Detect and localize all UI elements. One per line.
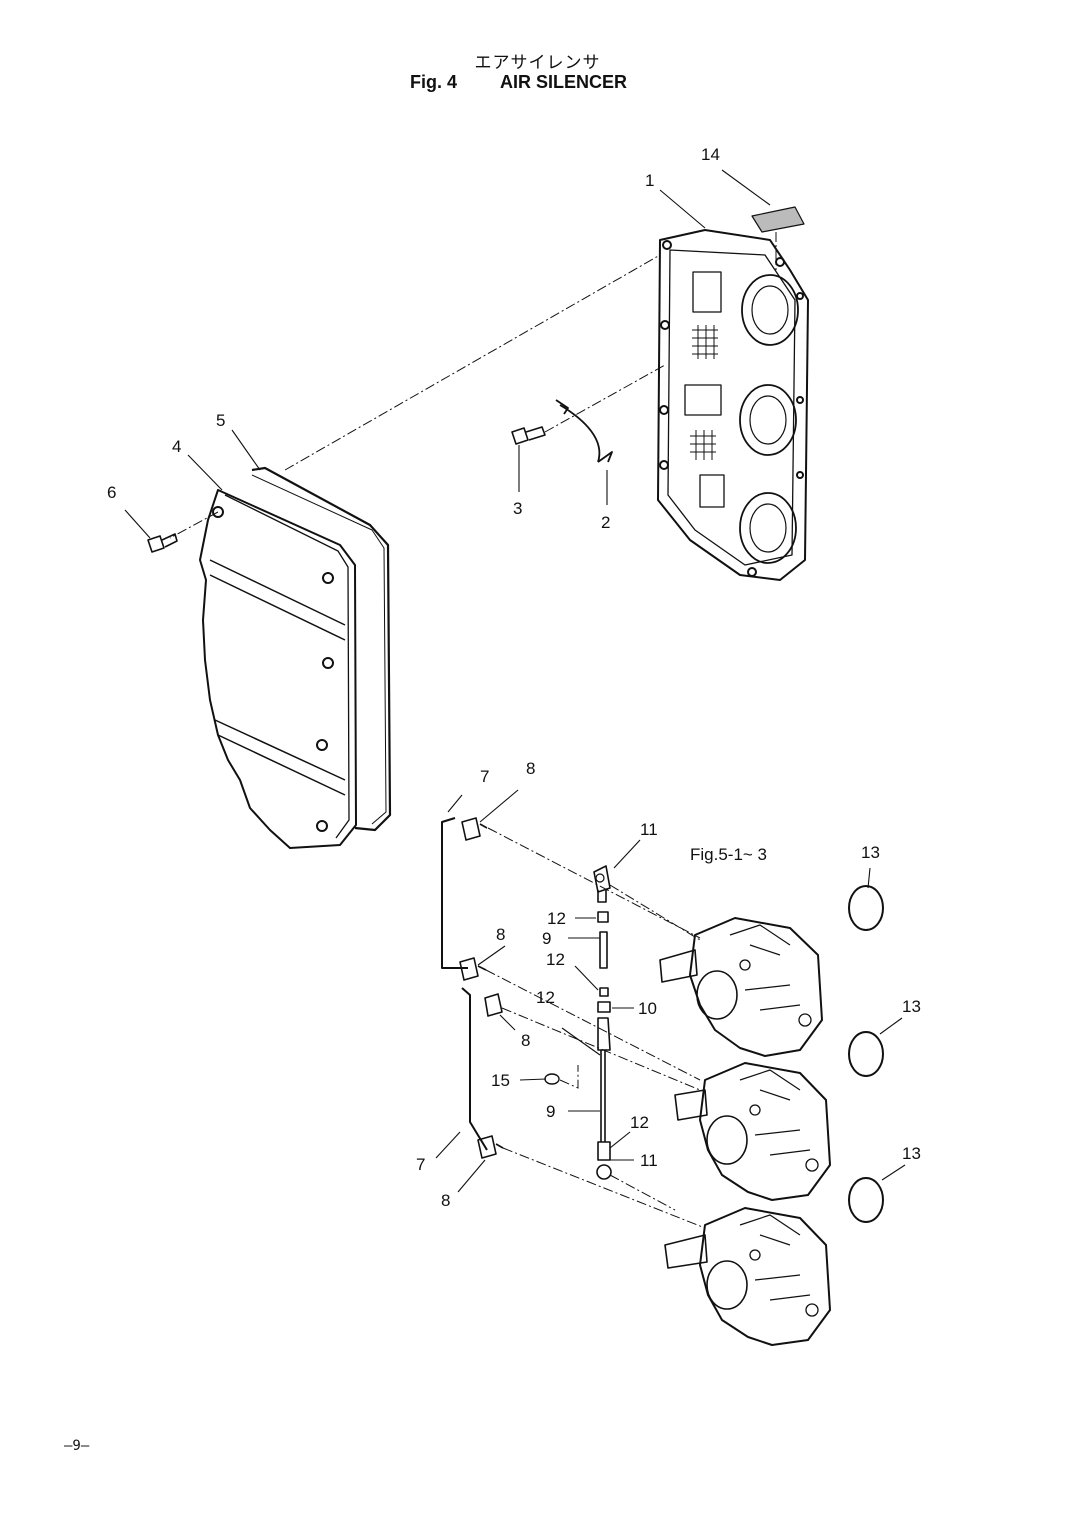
callout-9-a: 9 [542, 929, 551, 948]
callout-8-b: 8 [496, 925, 505, 944]
carburetor-1 [659, 917, 823, 1057]
carburetor-3 [664, 1207, 831, 1346]
silencer-case-part-1 [657, 229, 809, 581]
screw-part-3 [511, 426, 546, 445]
clip-part-2 [555, 399, 613, 463]
callout-12-d: 12 [630, 1113, 649, 1132]
figure-title-text: AIR SILENCER [500, 72, 628, 92]
callout-8-a: 8 [526, 759, 535, 778]
callout-8-d: 8 [441, 1191, 450, 1210]
callout-11-b: 11 [640, 1151, 658, 1170]
callout-14: 14 [701, 145, 720, 164]
link-rod-assembly [593, 865, 612, 1180]
callout-3: 3 [513, 499, 522, 518]
clamp-part-8-c [484, 993, 503, 1017]
callout-12-a: 12 [547, 909, 566, 928]
title-japanese: エアサイレンサ [474, 53, 601, 73]
screw-part-6 [147, 533, 178, 553]
callout-12-c: 12 [536, 988, 555, 1007]
silencer-cover-part-4 [199, 489, 357, 849]
callout-2: 2 [601, 513, 610, 532]
label-plate-part-14 [751, 206, 805, 233]
clamp-part-8-d [477, 1135, 504, 1159]
callout-13-c: 13 [902, 1144, 921, 1163]
callout-7-lower: 7 [416, 1155, 425, 1174]
callout-10: 10 [638, 999, 657, 1018]
callout-7-upper: 7 [480, 767, 489, 786]
figure-number: Fig. 4 [410, 72, 458, 92]
clamp-part-8-b [459, 957, 487, 981]
callout-fig5-reference: Fig.5-1~ 3 [690, 845, 767, 864]
figure-title: Fig. 4 AIR SILENCER [410, 72, 627, 93]
gasket-part-5 [251, 466, 392, 832]
callout-9-b: 9 [546, 1102, 555, 1121]
callout-4: 4 [172, 437, 181, 456]
carburetor-2 [674, 1062, 831, 1201]
rod-part-7-upper [441, 817, 468, 969]
washer-part-15 [544, 1073, 560, 1085]
o-ring-part-13-c [848, 1177, 884, 1223]
clamp-part-8-a [461, 817, 488, 841]
o-ring-part-13-b [848, 1031, 884, 1077]
callout-13-b: 13 [902, 997, 921, 1016]
page-number: —9— [64, 1438, 90, 1454]
rod-part-7-lower [461, 987, 488, 1151]
callout-13-a: 13 [861, 843, 880, 862]
o-ring-part-13-a [848, 885, 884, 931]
callout-15: 15 [491, 1071, 510, 1090]
callout-6: 6 [107, 483, 116, 502]
callout-12-b: 12 [546, 950, 565, 969]
callout-8-c: 8 [521, 1031, 530, 1050]
callout-5: 5 [216, 411, 225, 430]
callout-11-a: 11 [640, 820, 658, 839]
callout-1: 1 [645, 171, 654, 190]
